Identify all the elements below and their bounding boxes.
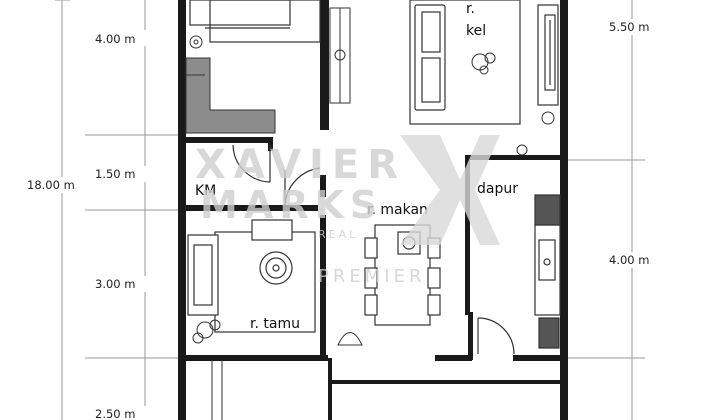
wardrobe	[329, 7, 351, 104]
right-dimension-lines	[565, 0, 645, 420]
sofa	[414, 4, 446, 111]
family-rug	[409, 0, 521, 125]
bedside-lamp-icon	[189, 35, 203, 49]
plant-icon	[471, 52, 496, 75]
dimension-labels: 4.00 m 1.50 m 3.00 m 2.50 m 18.00 m 5.50…	[24, 19, 660, 420]
kitchen-door-icon	[477, 317, 515, 355]
decor-plant-icon	[541, 111, 555, 125]
stair-block	[185, 57, 276, 134]
terrace	[211, 361, 223, 420]
watermark-logo: XAVIER MARKS REAL PREMIER	[195, 135, 500, 287]
bed	[189, 0, 321, 43]
tv-cabinet	[537, 4, 559, 106]
svg-text:PREMIER: PREMIER	[318, 266, 425, 287]
room-label-keluarga-1: r.	[466, 1, 475, 17]
coffee-table-icon	[259, 251, 293, 285]
kitchen-plant-icon	[516, 144, 528, 156]
dim-right-2: 4.00 m	[609, 253, 649, 267]
dim-left-3: 3.00 m	[95, 277, 135, 291]
room-label-km: KM	[195, 183, 216, 199]
living-plant-icon	[192, 319, 221, 344]
dim-left-2: 1.50 m	[95, 167, 135, 181]
room-label-makan: r. makan	[367, 202, 428, 218]
svg-text:REAL: REAL	[318, 228, 358, 241]
kitchen-counter	[534, 194, 561, 349]
living-sofa	[187, 219, 293, 316]
bathroom-door-icon	[232, 144, 321, 206]
dim-right-1: 5.50 m	[609, 20, 649, 34]
walls	[178, 0, 568, 420]
left-dimension-lines	[55, 0, 180, 420]
svg-text:XAVIER: XAVIER	[195, 142, 406, 188]
room-label-tamu: r. tamu	[250, 316, 300, 332]
svg-text:MARKS: MARKS	[200, 183, 383, 227]
dim-left-1: 4.00 m	[95, 32, 135, 46]
room-label-keluarga-2: kel	[466, 23, 486, 39]
dim-left-4: 2.50 m	[95, 407, 135, 420]
dim-left-total: 18.00 m	[27, 178, 75, 192]
room-label-dapur: dapur	[477, 181, 518, 197]
dining-plant-icon	[337, 332, 363, 346]
